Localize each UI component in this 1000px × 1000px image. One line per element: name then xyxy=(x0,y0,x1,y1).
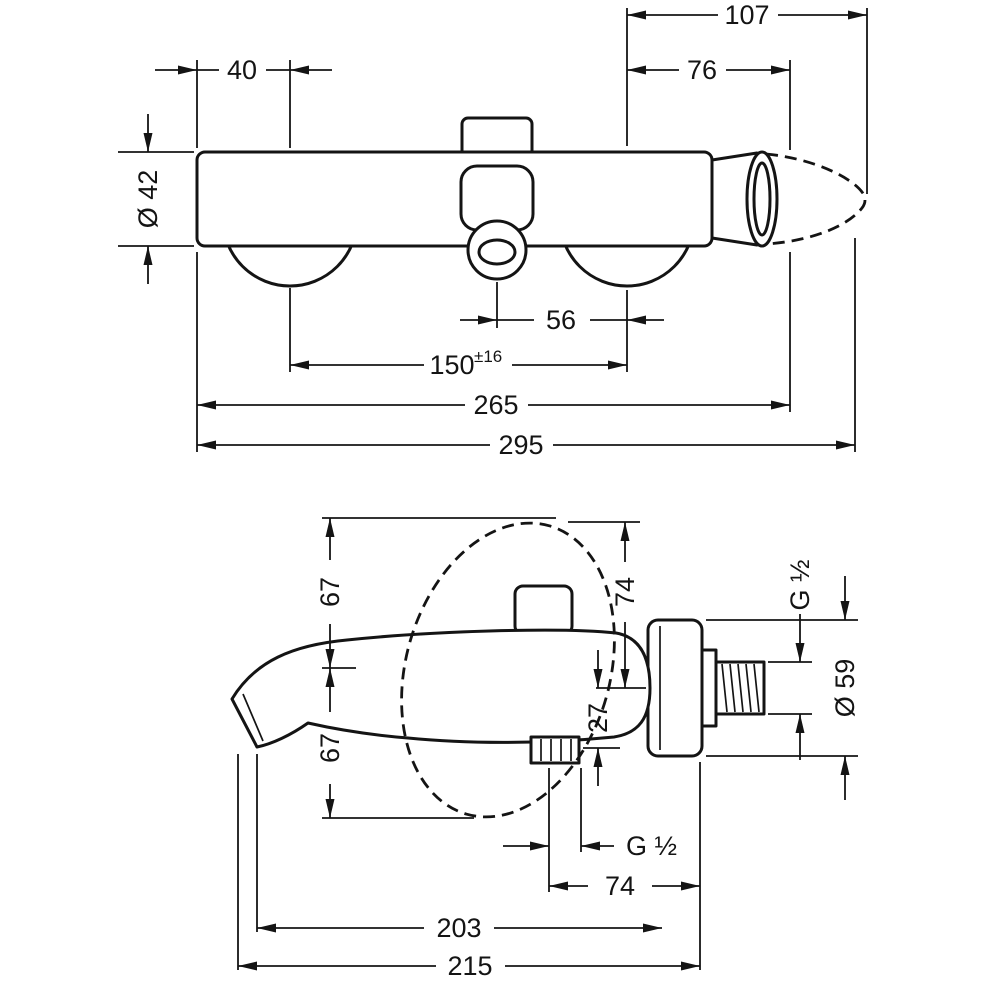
front-view: 107 40 76 Ø 42 56 150 ±16 265 295 xyxy=(118,0,868,460)
dim-height-74: 74 xyxy=(610,577,640,607)
dim-spout-56: 56 xyxy=(546,305,576,335)
dim-thread-g12-side: G ½ xyxy=(785,559,815,610)
handle-end-inner xyxy=(752,161,772,237)
dim-offset-27: 27 xyxy=(583,703,613,733)
dim-centers-150: 150 xyxy=(429,350,474,380)
dim-diameter-42: Ø 42 xyxy=(133,170,163,229)
dim-length-265: 265 xyxy=(473,390,518,420)
diverter-knob-side xyxy=(513,584,574,636)
dim-depth-74: 74 xyxy=(605,871,635,901)
dim-tolerance-16: ±16 xyxy=(474,347,502,366)
dim-offset-40: 40 xyxy=(227,55,257,85)
mixer-body xyxy=(195,150,714,248)
handle-phantom-outline xyxy=(765,152,867,246)
handle-swing-phantom xyxy=(400,521,616,819)
dim-offset-76: 76 xyxy=(687,55,717,85)
side-extension-lines xyxy=(237,517,858,970)
aerator xyxy=(477,238,517,266)
front-extension-lines xyxy=(118,8,868,452)
wall-flange xyxy=(646,618,704,758)
side-view: 67 67 74 27 G ½ Ø 59 G ½ 74 203 215 xyxy=(230,517,860,981)
dim-thread-g12-bottom: G ½ xyxy=(626,831,677,861)
union-collar xyxy=(700,648,718,728)
front-dimension-lines xyxy=(143,10,867,450)
dim-diameter-59: Ø 59 xyxy=(830,659,860,718)
thread-hatch xyxy=(721,663,760,713)
dim-reach-203: 203 xyxy=(436,913,481,943)
spout-tip-rim xyxy=(242,693,264,742)
side-dimension-lines xyxy=(238,518,850,971)
dim-width-107: 107 xyxy=(724,0,769,30)
faucet-front-outline xyxy=(195,116,867,288)
body-and-spout xyxy=(230,628,652,749)
dim-height-67-lower: 67 xyxy=(315,733,345,763)
dim-length-295: 295 xyxy=(498,430,543,460)
dim-height-67-upper: 67 xyxy=(315,577,345,607)
dim-reach-215: 215 xyxy=(447,951,492,981)
faucet-side-outline xyxy=(230,521,766,819)
outlet-thread-hatch xyxy=(540,739,572,761)
